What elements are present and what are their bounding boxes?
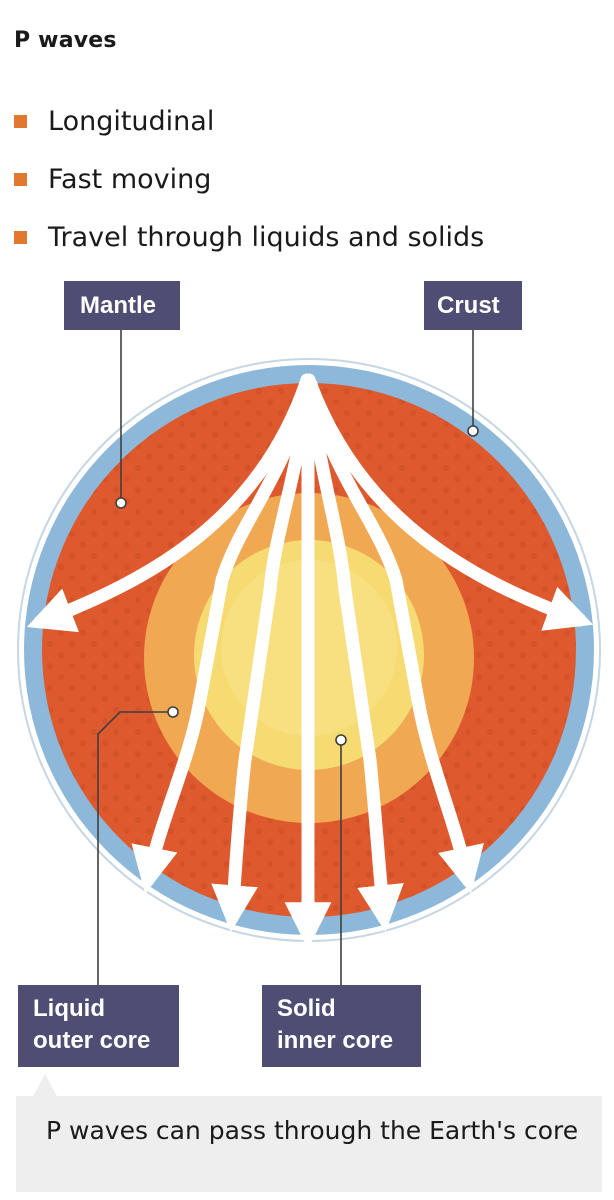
wave-path [304,377,484,894]
wave-path [211,377,314,932]
crust-leader-dot [467,425,479,437]
bullet-text: Longitudinal [48,105,215,137]
wave-path [303,377,404,932]
bullet-square-icon [14,172,27,186]
outer-core-leader-dot [167,706,179,718]
mantle-label: Mantle [64,281,180,330]
bullet-item: Travel through liquids and solids [14,208,484,266]
bullet-item: Fast moving [14,150,484,208]
mantle-leader-dot [115,497,127,509]
bullet-list: Longitudinal Fast moving Travel through … [14,92,484,266]
crust-label: Crust [424,281,522,330]
outer-core-label-line: outer core [33,1027,151,1054]
caption-box: P waves can pass through the Earth's cor… [16,1096,602,1192]
leader-dots [115,425,479,746]
inner-core-label-line: inner core [277,1027,394,1054]
page-title: P waves [14,28,117,53]
crust-label-text: Crust [437,292,500,319]
outer-core-label: Liquid outer core [18,985,179,1067]
bullet-item: Longitudinal [14,92,484,150]
wave-path [302,373,594,631]
wave-paths [26,373,594,950]
leader-lines [97,330,474,985]
caption-text: P waves can pass through the Earth's cor… [46,1116,579,1145]
outer-core-label-line: Liquid [33,995,105,1022]
wave-path [131,377,313,894]
bullet-square-icon [14,230,27,244]
bullet-text: Fast moving [48,163,212,195]
caption-pointer [32,1074,58,1098]
outer-core-leader-line [97,711,173,985]
inner-core-leader-dot [335,734,347,746]
bullet-square-icon [14,114,27,128]
inner-core-label: Solid inner core [262,985,421,1067]
inner-core-label-line: Solid [277,995,336,1022]
bullet-text: Travel through liquids and solids [48,221,485,253]
wave-path [26,373,314,633]
mantle-label-text: Mantle [80,292,157,319]
